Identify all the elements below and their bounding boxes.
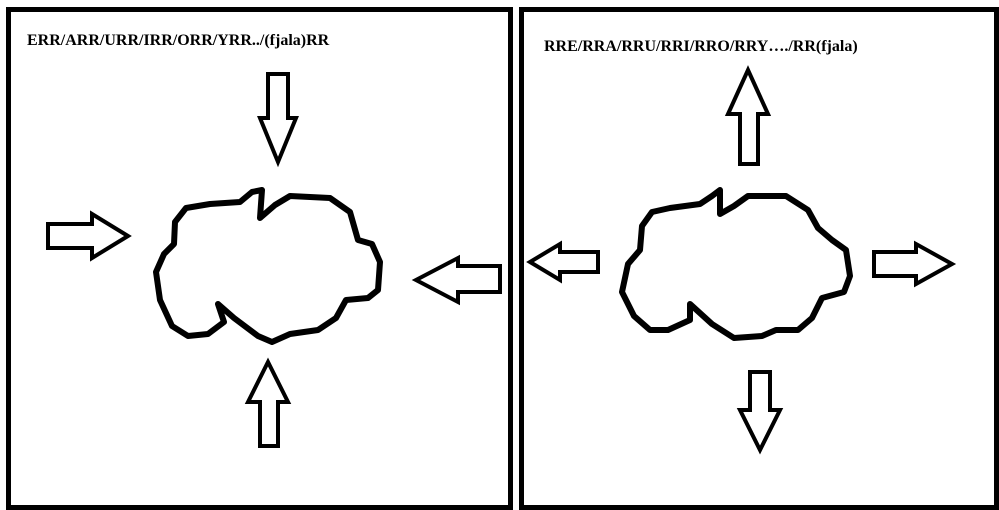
right-panel-title: RRE/RRA/RRU/RRI/RRO/RRY…./RR(fjala) <box>544 38 858 55</box>
right-panel: RRE/RRA/RRU/RRI/RRO/RRY…./RR(fjala) <box>519 7 999 510</box>
left-panel-title: ERR/ARR/URR/IRR/ORR/YRR../(fjala)RR <box>27 32 330 49</box>
left-panel: ERR/ARR/URR/IRR/ORR/YRR../(fjala)RR <box>6 7 513 510</box>
